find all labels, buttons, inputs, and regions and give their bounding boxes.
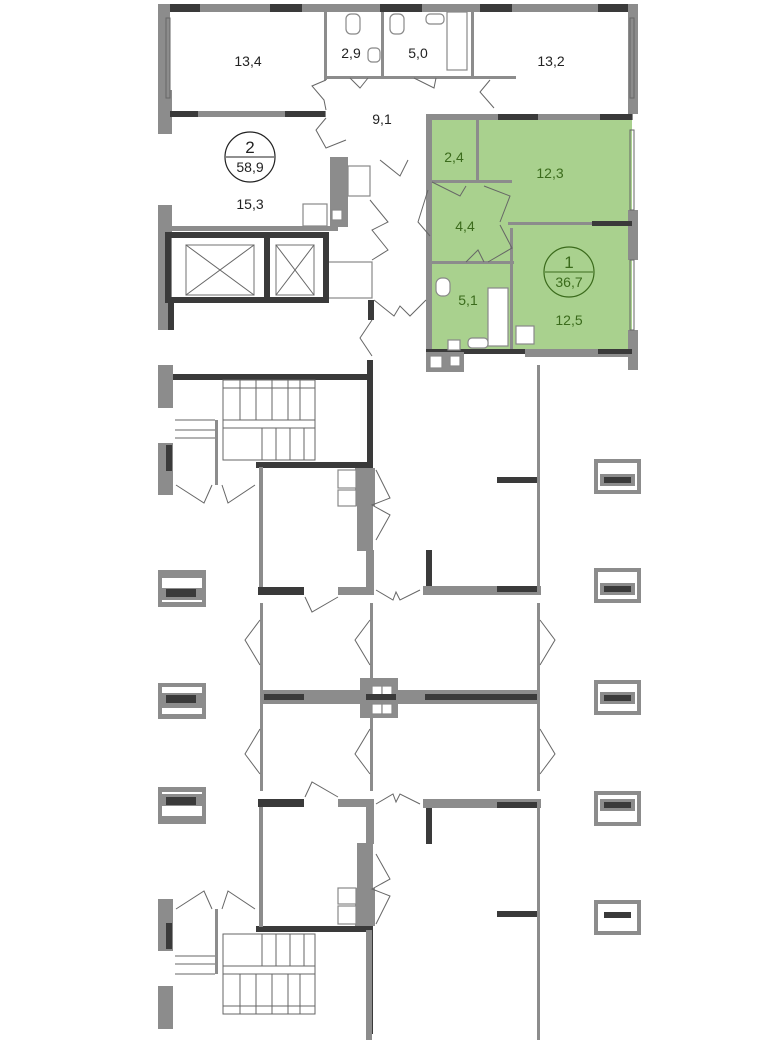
room-area-label: 5,1: [458, 292, 478, 308]
room-area-label: 5,0: [408, 45, 428, 61]
room-area-label: 12,3: [536, 165, 563, 181]
walls-top: [158, 4, 638, 372]
apartment-1-badge[interactable]: 1 36,7: [543, 246, 595, 298]
elevator-block: [165, 232, 374, 380]
window-boxes-upper: [158, 459, 641, 607]
room-area-label: 13,2: [537, 53, 564, 69]
doors-top: [311, 77, 513, 357]
room-area-label: 13,4: [234, 53, 261, 69]
stair-wall-lower: [366, 930, 372, 1040]
apartment-number: 1: [564, 253, 573, 272]
window-box-bar: [604, 912, 631, 918]
room-area-label: 9,1: [372, 111, 392, 127]
wall-center: [158, 678, 641, 719]
corridor-wall-lower: [537, 930, 540, 1040]
room-area-label: 2,4: [444, 149, 464, 165]
walls-lower: [157, 694, 642, 1035]
apartment-area: 36,7: [555, 274, 582, 290]
room-area-label: 4,4: [455, 218, 475, 234]
apartment-area: 58,9: [236, 159, 263, 175]
walls-middle: [158, 360, 641, 699]
room-area-label: 12,5: [555, 312, 582, 328]
fixtures: [345, 11, 535, 351]
room-area-label: 15,3: [236, 196, 263, 212]
apartment-number: 2: [245, 138, 254, 157]
apartment-2-badge[interactable]: 2 58,9: [224, 131, 276, 183]
room-area-label: 2,9: [341, 45, 361, 61]
apartment-1-highlight[interactable]: [430, 118, 632, 352]
